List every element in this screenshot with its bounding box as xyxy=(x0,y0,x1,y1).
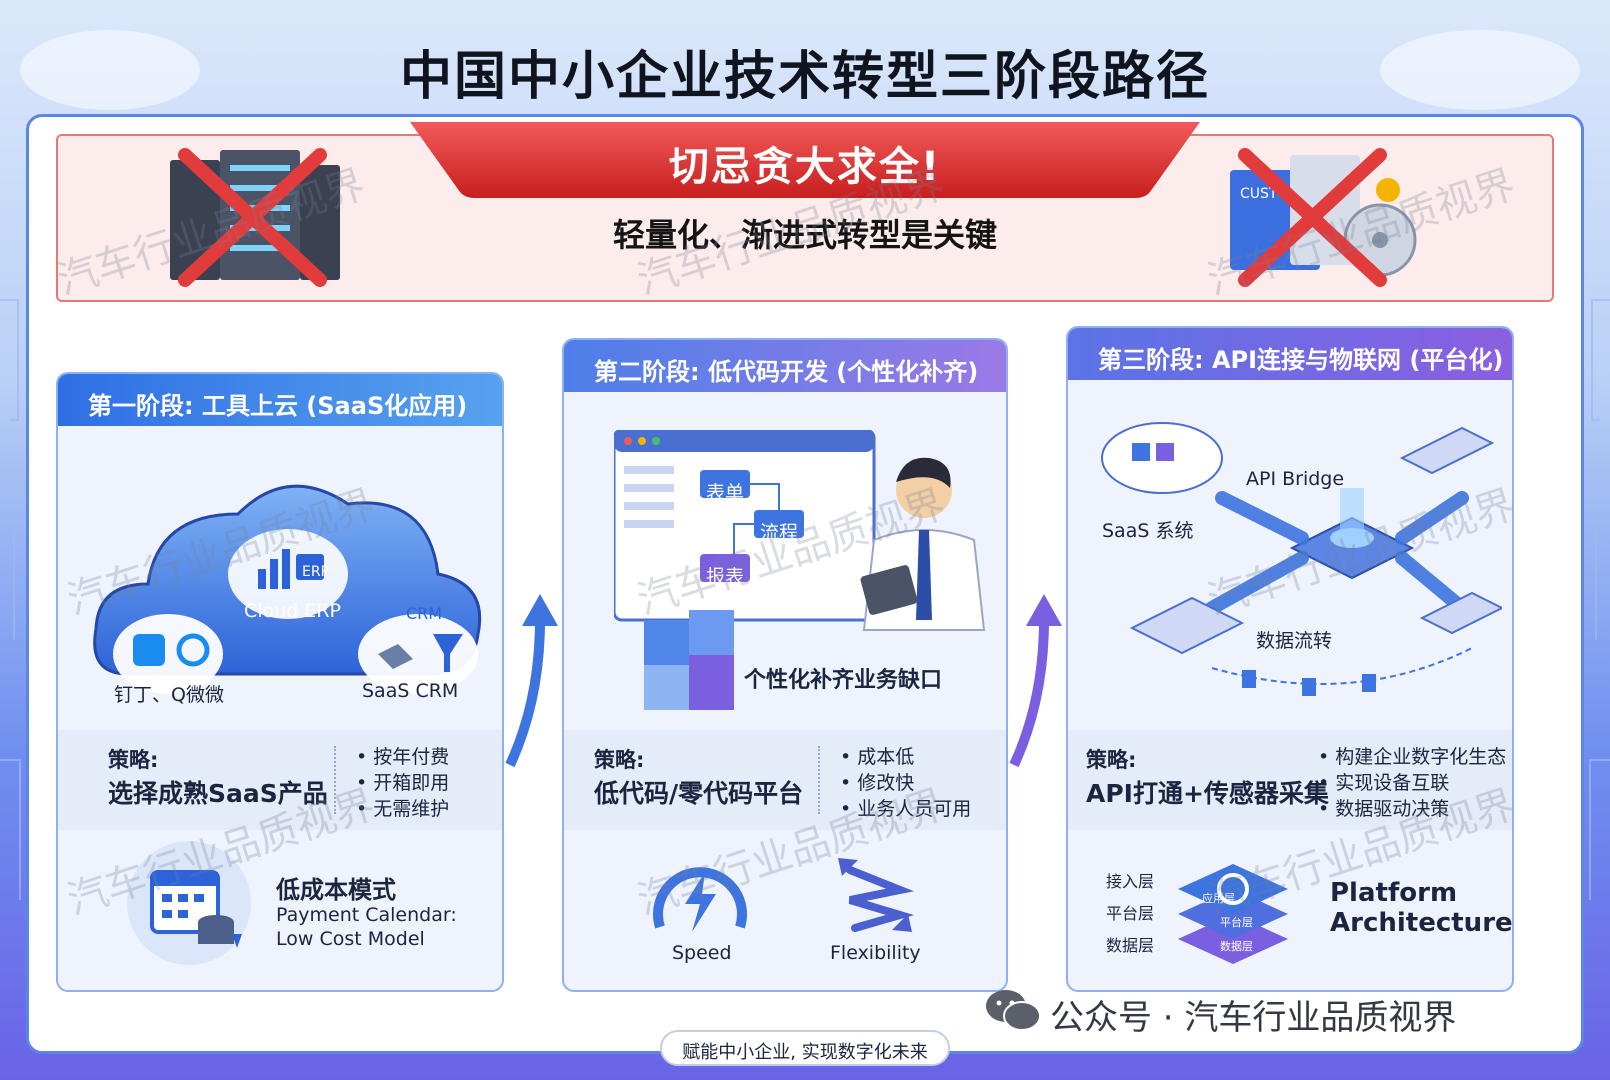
flow-node-process: 流程 xyxy=(760,522,799,544)
platform-layer-stack-icon xyxy=(1178,864,1288,964)
strategy-bullets: 构建企业数字化生态 实现设备互联 数据驱动决策 xyxy=(1318,744,1506,822)
saas-system-label: SaaS 系统 xyxy=(1102,520,1194,542)
wechat-icon xyxy=(986,990,1041,1031)
stage-one-strategy: 策略: 选择成熟SaaS产品 按年付费 开箱即用 无需维护 xyxy=(58,730,502,830)
flexibility-spring-icon xyxy=(838,858,915,932)
flexibility-label: Flexibility xyxy=(830,942,921,964)
bullet-item: 数据驱动决策 xyxy=(1318,796,1506,822)
platform-arch-title2: Architecture xyxy=(1330,908,1513,938)
crossed-server-rack-icon xyxy=(170,148,340,287)
bullet-item: 无需维护 xyxy=(356,796,449,822)
layer-tag-platform: 平台层 xyxy=(1220,916,1253,929)
data-flow-label: 数据流转 xyxy=(1256,630,1333,652)
bullet-item: 实现设备互联 xyxy=(1318,770,1506,796)
strategy-label: 策略: xyxy=(594,748,645,772)
stage-two-panel: 第二阶段: 低代码开发 (个性化补齐) 表单 流程 报表 个性化补齐业务缺口 策… xyxy=(562,338,1008,992)
strategy-main: API打通+传感器采集 xyxy=(1086,779,1329,808)
strategy-bullets: 成本低 修改快 业务人员可用 xyxy=(840,744,971,822)
strategy-label: 策略: xyxy=(108,748,159,772)
strategy-label: 策略: xyxy=(1086,748,1137,772)
stage-one-panel: 第一阶段: 工具上云 (SaaS化应用) Cloud ERP ERP CRM 钉… xyxy=(56,372,504,992)
layer-tag-data: 数据层 xyxy=(1220,940,1253,953)
layer-tag-app: 应用层 xyxy=(1202,892,1235,905)
puzzle-caption: 个性化补齐业务缺口 xyxy=(744,668,943,693)
strategy-divider xyxy=(818,746,820,814)
bullet-item: 开箱即用 xyxy=(356,770,449,796)
account-credit: 公众号 · 汽车行业品质视界 xyxy=(1050,998,1457,1038)
layer-data-label: 数据层 xyxy=(1106,936,1155,955)
dingtalk-caption: 钉丁、Q微微 xyxy=(114,684,224,706)
stage-three-panel: 第三阶段: API连接与物联网 (平台化) API Bridge SaaS 系统… xyxy=(1066,326,1514,992)
strategy-main: 低代码/零代码平台 xyxy=(594,779,804,808)
low-cost-sub1: Payment Calendar: xyxy=(276,904,457,926)
speed-label: Speed xyxy=(672,942,732,964)
page-title: 中国中小企业技术转型三阶段路径 xyxy=(399,47,1210,107)
api-bridge-label: API Bridge xyxy=(1246,468,1345,490)
speed-gauge-icon xyxy=(653,867,747,932)
warning-subline: 轻量化、渐进式转型是关键 xyxy=(612,216,997,254)
stage-three-strategy: 策略: API打通+传感器采集 构建企业数字化生态 实现设备互联 数据驱动决策 xyxy=(1068,730,1512,830)
erp-tag: ERP xyxy=(302,564,330,580)
low-code-illustration xyxy=(614,430,986,710)
bullet-item: 按年付费 xyxy=(356,744,449,770)
strategy-divider xyxy=(334,746,336,814)
stage-two-strategy: 策略: 低代码/零代码平台 成本低 修改快 业务人员可用 xyxy=(564,730,1006,830)
bullet-item: 业务人员可用 xyxy=(840,796,971,822)
stage-two-title: 第二阶段: 低代码开发 (个性化补齐) xyxy=(564,340,1006,392)
stage-arrow-icon xyxy=(1009,594,1062,768)
cloud-erp-label: Cloud ERP xyxy=(244,600,341,622)
crossed-custom-software-icon: CUSTOM xyxy=(1230,148,1417,287)
layer-platform-label: 平台层 xyxy=(1106,904,1155,923)
crm-tag: CRM xyxy=(406,604,443,623)
layer-access-label: 接入层 xyxy=(1106,872,1155,891)
bullet-item: 修改快 xyxy=(840,770,971,796)
low-cost-title: 低成本模式 xyxy=(276,876,396,904)
warning-ribbon xyxy=(410,122,1200,198)
footer-slogan: 赋能中小企业, 实现数字化未来 xyxy=(660,1030,950,1066)
flow-node-report: 报表 xyxy=(706,566,745,588)
stage-three-title: 第三阶段: API连接与物联网 (平台化) xyxy=(1068,328,1512,380)
cloud-erp-illustration xyxy=(93,484,482,694)
api-iot-illustration xyxy=(1101,422,1502,696)
stage-one-title: 第一阶段: 工具上云 (SaaS化应用) xyxy=(58,374,502,426)
payment-calendar-icon xyxy=(127,841,251,965)
warning-headline: 切忌贪大求全! xyxy=(668,144,942,190)
stage-arrow-icon xyxy=(505,594,558,768)
strategy-bullets: 按年付费 开箱即用 无需维护 xyxy=(356,744,449,822)
saas-crm-caption: SaaS CRM xyxy=(362,680,459,702)
low-cost-sub2: Low Cost Model xyxy=(276,928,425,950)
bullet-item: 构建企业数字化生态 xyxy=(1318,744,1506,770)
bullet-item: 成本低 xyxy=(840,744,971,770)
platform-arch-title1: Platform xyxy=(1330,878,1458,908)
strategy-main: 选择成熟SaaS产品 xyxy=(108,779,328,808)
flow-node-form: 表单 xyxy=(706,482,745,504)
